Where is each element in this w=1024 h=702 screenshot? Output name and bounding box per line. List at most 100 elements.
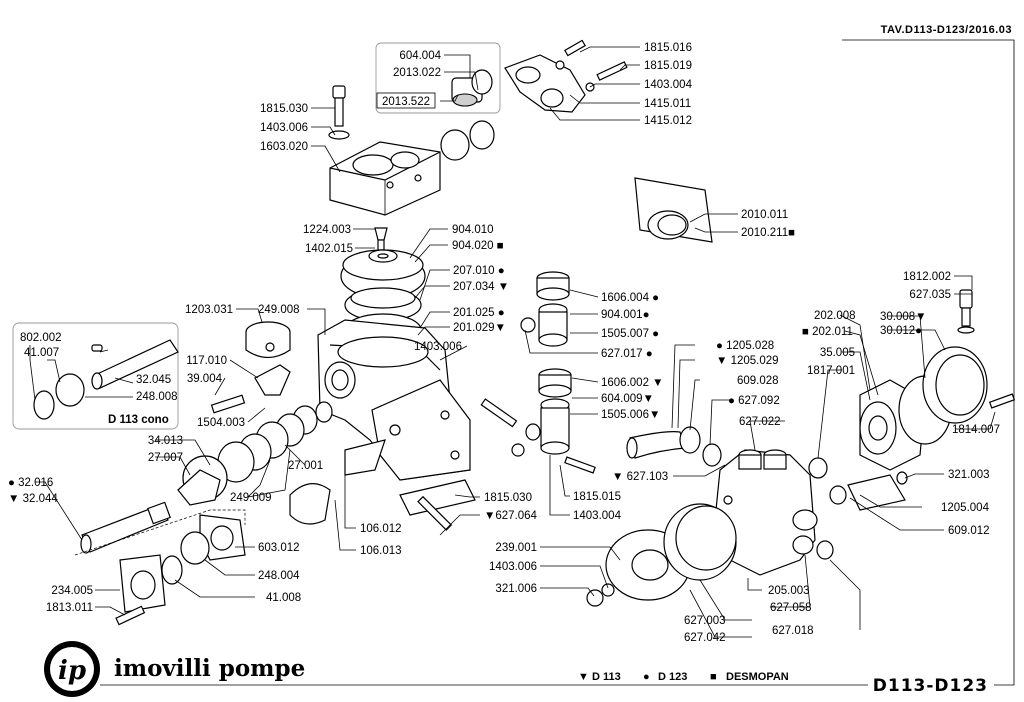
page-frame-top-right <box>842 39 1015 686</box>
part-label: 1817.001 <box>807 365 855 377</box>
valve-spool-part <box>451 69 493 107</box>
part-label: 1606.002 ▼ <box>601 377 664 389</box>
part-label: 904.020 ■ <box>452 240 504 252</box>
part-label: 1403.006 <box>260 122 308 134</box>
part-label: 321.006 <box>495 583 537 595</box>
part-label: 627.022 <box>739 416 781 428</box>
pin-part <box>210 394 246 414</box>
fitting-part <box>957 289 975 334</box>
part-label: 106.013 <box>360 545 402 557</box>
part-label: 202.008 <box>814 310 856 322</box>
part-label: 1813.011 <box>46 602 93 614</box>
pump-head-part <box>329 141 441 216</box>
legend-text: DESMOPAN <box>726 671 789 683</box>
part-label: 30.012● <box>880 325 922 337</box>
inset-label: D 113 cono <box>108 414 169 426</box>
part-label: 34.013 <box>148 435 183 447</box>
bolt-part <box>417 495 453 531</box>
crankcase-part <box>317 319 471 481</box>
brand-name: imovilli pompe <box>114 655 305 682</box>
cone-shaft-part <box>33 339 179 420</box>
part-label: 1403.004 <box>644 79 693 91</box>
part-label: 27.001 <box>288 460 323 472</box>
part-label: 239.001 <box>495 542 537 554</box>
part-label: 627.042 <box>684 632 726 644</box>
part-label: 201.025 ● <box>453 307 505 319</box>
part-label: 249.009 <box>230 492 272 504</box>
part-label: 904.001● <box>601 309 650 321</box>
ring-part <box>469 120 495 150</box>
inset-frame-cone <box>12 322 179 430</box>
part-label: 1415.012 <box>644 115 692 127</box>
legend-text: D 123 <box>658 671 687 683</box>
part-label: 1815.015 <box>573 491 621 503</box>
part-label: 802.002 <box>20 332 62 344</box>
part-label: 205.003 <box>768 585 810 597</box>
part-label: 1403.004 <box>573 510 622 522</box>
valve-cylinder-part <box>520 271 570 347</box>
flange-part <box>161 514 246 585</box>
part-label: 1814.007 <box>952 424 1000 436</box>
part-label: 609.012 <box>948 525 990 537</box>
logo-inner-circle <box>50 647 94 691</box>
brand-logo: ip <box>44 641 100 697</box>
part-label: 106.012 <box>360 523 402 535</box>
cover-part <box>289 483 331 525</box>
shaft-bearing-parts <box>177 401 333 506</box>
detail-clip-part <box>634 177 713 243</box>
part-label: 207.034 ▼ <box>453 281 509 293</box>
part-label: 627.058 <box>770 602 812 614</box>
small-valve-part <box>377 239 385 251</box>
part-label: 1606.004 ● <box>601 292 659 304</box>
part-label: 207.010 ● <box>453 265 505 277</box>
logo-text: ip <box>58 656 86 686</box>
legend-text: D 113 <box>592 671 621 683</box>
part-label: 904.010 <box>452 224 494 236</box>
part-label: 2013.022 <box>393 67 441 79</box>
part-label: 627.035 <box>909 289 951 301</box>
part-label: 1415.011 <box>644 98 691 110</box>
outlet-elbow-part <box>626 426 722 467</box>
diaphragm-part <box>340 249 426 299</box>
part-label: 27.007 <box>148 452 183 464</box>
part-label: 35.005 <box>820 347 855 359</box>
part-label: 1505.006▼ <box>601 409 660 421</box>
ring-part <box>440 129 470 161</box>
part-label: 1815.030 <box>484 492 532 504</box>
part-label: ▼ 627.103 <box>612 471 668 483</box>
part-label: 39.004 <box>187 373 223 385</box>
legend-symbol: ■ <box>710 671 717 683</box>
part-label: 627.003 <box>684 615 726 627</box>
legend: ▼ D 113 ● D 123 ■ DESMOPAN <box>578 671 789 683</box>
part-label: ● 627.092 <box>728 395 780 407</box>
valve-cylinder-part <box>525 368 596 474</box>
drive-shaft-part <box>80 501 171 554</box>
part-label: 1815.030 <box>260 103 308 115</box>
small-valve-part <box>374 227 388 241</box>
part-label: 248.008 <box>136 391 178 403</box>
pump-manifold-body <box>714 449 834 576</box>
part-label: 1403.006 <box>414 341 462 353</box>
part-label: 2010.011 <box>741 209 788 221</box>
part-label: 1505.007 ● <box>601 328 659 340</box>
inset-frame-valve <box>375 42 501 114</box>
part-label: 1812.002 <box>903 271 951 283</box>
part-label: 2013.522 <box>382 96 430 108</box>
pump-head-right-part <box>808 346 1016 511</box>
part-label: 248.004 <box>258 570 300 582</box>
leader-lines <box>29 46 996 638</box>
cap-part <box>245 321 291 359</box>
parts-drawing <box>12 39 1016 626</box>
part-label: 2010.211■ <box>741 227 795 239</box>
part-label: 1815.019 <box>644 60 692 72</box>
part-label: 627.018 <box>772 625 814 637</box>
lever-part <box>254 364 291 396</box>
part-label: 41.007 <box>24 347 59 359</box>
part-label: 117.010 <box>186 355 227 367</box>
header-code: TAV.D113-D123/2016.03 <box>881 24 1012 36</box>
manifold-part <box>504 39 628 113</box>
part-label: 249.008 <box>258 304 300 316</box>
page-title: D113-D123 <box>873 676 988 696</box>
part-labels: 604.004 2013.022 2013.522 1815.016 1815.… <box>8 42 1000 644</box>
